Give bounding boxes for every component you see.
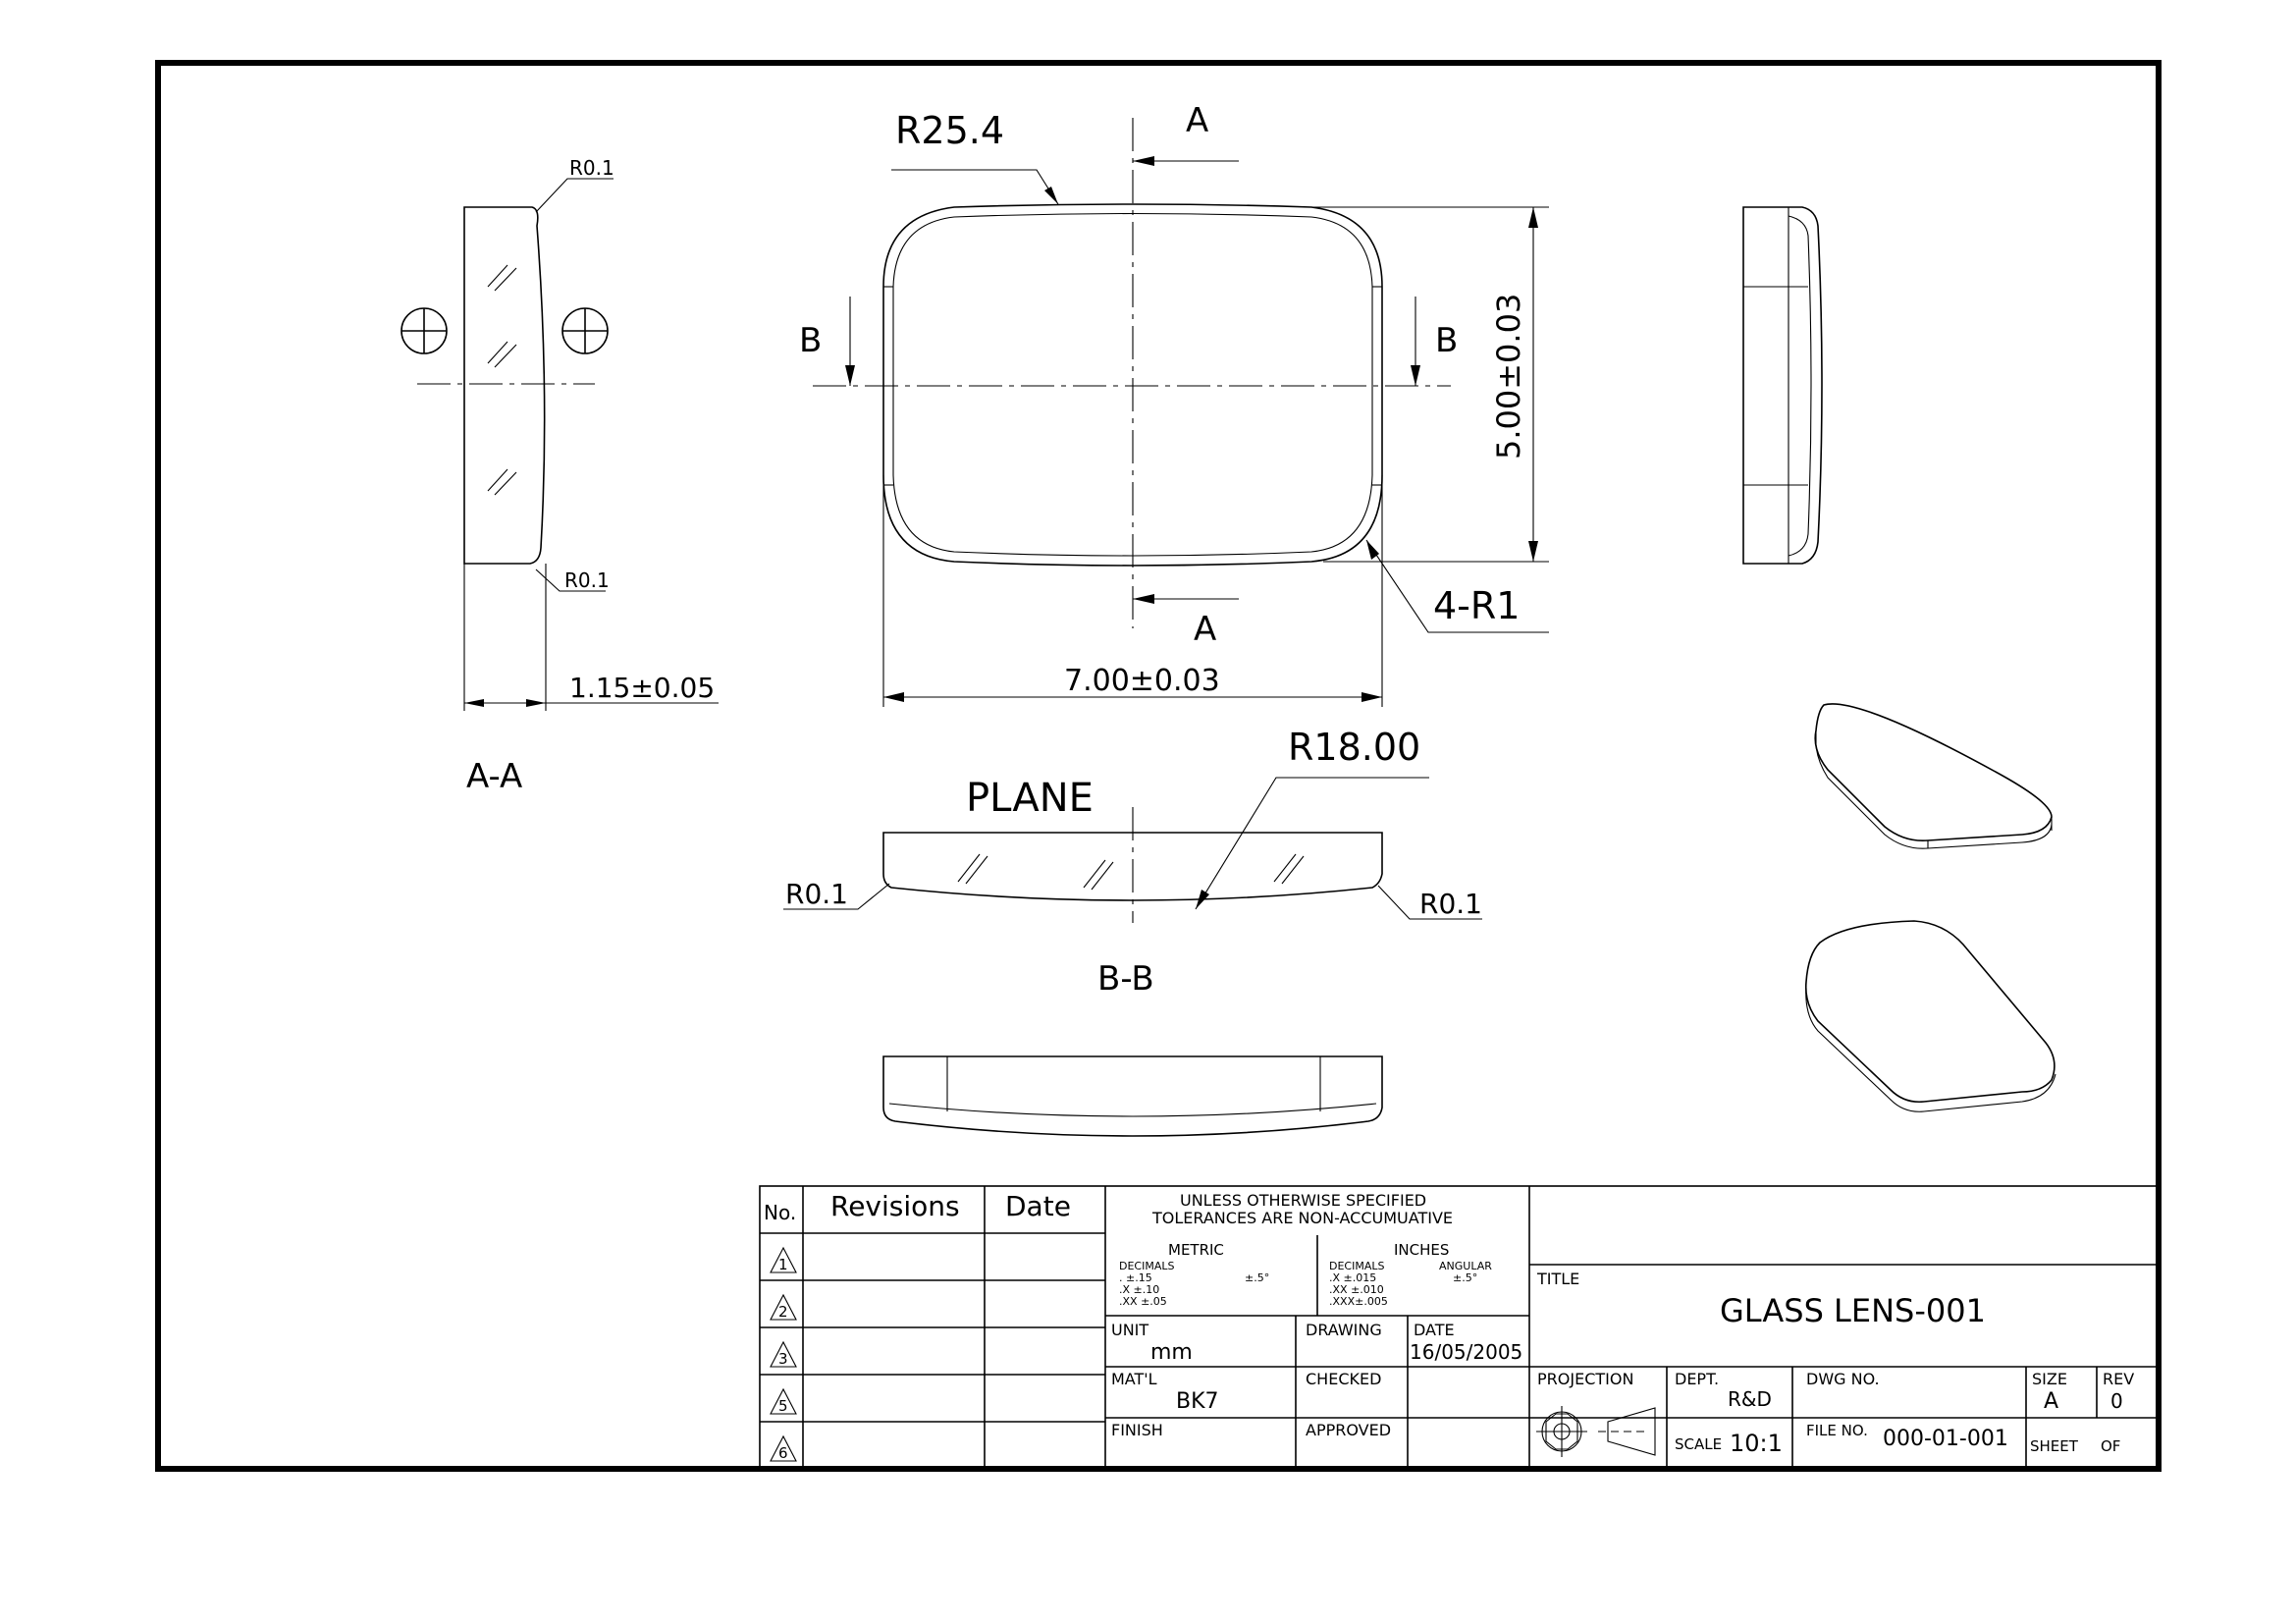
isometric-view-bottom xyxy=(1804,920,2056,1112)
size-label: SIZE xyxy=(2032,1370,2067,1388)
file-no-value: 000-01-001 xyxy=(1883,1427,2008,1451)
revision-row-5: 6 xyxy=(770,1434,797,1462)
section-marker-b-right: B xyxy=(1435,321,1458,360)
section-aa-hatch xyxy=(487,264,517,496)
unit-label: UNIT xyxy=(1111,1321,1148,1339)
drawing-title: GLASS LENS-001 xyxy=(1720,1292,1986,1329)
aa-radius-top-label: R0.1 xyxy=(569,156,614,180)
date-value: 16/05/2005 xyxy=(1410,1340,1522,1364)
metric-row-2: .X ±.10 xyxy=(1119,1283,1159,1296)
section-bb-radius-label: R18.00 xyxy=(1288,726,1420,769)
section-bb-view: PLANE R18.00 R0.1 R0.1 B-B xyxy=(783,726,1482,999)
info-cells: UNIT mm DRAWING DATE 16/05/2005 MAT'L BK… xyxy=(1105,1316,1529,1469)
title-block: No. Revisions Date 1 2 3 5 6 UNLESS OTHE… xyxy=(759,1185,2159,1470)
front-corner-radius-label: R25.4 xyxy=(895,109,1004,152)
metric-row-1: . ±.15 xyxy=(1119,1271,1152,1284)
dwg-no-label: DWG NO. xyxy=(1806,1370,1880,1388)
inches-row-2: .XX ±.010 xyxy=(1329,1283,1384,1296)
tolerance-heading-1: UNLESS OTHERWISE SPECIFIED xyxy=(1180,1191,1426,1210)
aa-thickness-dimension: 1.15±0.05 xyxy=(569,672,715,704)
section-marker-b-left: B xyxy=(799,321,822,360)
projection-label: PROJECTION xyxy=(1537,1370,1633,1388)
checked-label: CHECKED xyxy=(1306,1370,1381,1388)
tolerance-block: UNLESS OTHERWISE SPECIFIED TOLERANCES AR… xyxy=(1105,1186,1530,1469)
front-width-dimension: 7.00±0.03 xyxy=(1064,664,1220,698)
dept-value: R&D xyxy=(1728,1387,1772,1411)
revisions-table: No. Revisions Date 1 2 3 5 6 xyxy=(760,1186,1106,1469)
section-aa-outline xyxy=(463,206,546,565)
inches-angular: ±.5° xyxy=(1453,1271,1477,1284)
inches-angular-label: ANGULAR xyxy=(1439,1260,1492,1272)
drawing-border xyxy=(155,60,2162,1472)
title-section: TITLE GLASS LENS-001 xyxy=(1529,1264,2158,1419)
bb-radius-right-label: R0.1 xyxy=(1419,888,1482,920)
bottom-edge-view xyxy=(882,1055,1383,1137)
material-label: MAT'L xyxy=(1111,1370,1157,1388)
revision-row-4: 5 xyxy=(770,1387,797,1415)
metric-label: METRIC xyxy=(1168,1241,1224,1259)
scale-value: 10:1 xyxy=(1730,1430,1783,1457)
scale-label: SCALE xyxy=(1675,1435,1722,1453)
front-corner-fillets-label: 4-R1 xyxy=(1433,584,1520,627)
title-label: TITLE xyxy=(1536,1270,1579,1288)
inches-decimals-label: DECIMALS xyxy=(1329,1260,1384,1272)
id-section: PROJECTION DEPT. R&D DWG NO. SIZE A REV … xyxy=(1536,1367,2134,1469)
front-view: A A B B R25.4 5.00±0.03 7.00±0.03 4-R1 xyxy=(799,101,1549,707)
svg-text:1: 1 xyxy=(778,1256,788,1273)
section-aa-label: A-A xyxy=(466,757,522,796)
svg-text:5: 5 xyxy=(778,1397,788,1415)
svg-text:2: 2 xyxy=(778,1303,788,1321)
optical-axis-symbol-right xyxy=(561,307,609,354)
front-height-dimension: 5.00±0.03 xyxy=(1490,294,1527,460)
front-lens-inner-edge xyxy=(892,212,1373,557)
sheet-label: SHEET xyxy=(2030,1437,2079,1455)
revision-row-3: 3 xyxy=(770,1340,797,1368)
section-bb-hatch xyxy=(957,853,1305,891)
section-aa-view: R0.1 R0.1 1.15±0.05 A-A xyxy=(400,156,719,796)
svg-text:3: 3 xyxy=(778,1350,788,1368)
revision-row-1: 1 xyxy=(770,1246,797,1273)
right-side-view xyxy=(1742,206,1823,565)
drawing-label: DRAWING xyxy=(1306,1321,1382,1339)
material-value: BK7 xyxy=(1176,1389,1219,1414)
aa-radius-bottom-label: R0.1 xyxy=(564,568,610,592)
inches-row-3: .XXX±.005 xyxy=(1329,1295,1388,1308)
bb-radius-left-label: R0.1 xyxy=(785,878,848,910)
revisions-header: Revisions xyxy=(830,1190,960,1222)
section-marker-a-bottom: A xyxy=(1194,610,1216,649)
projection-symbol-icon xyxy=(1536,1406,1656,1457)
approved-label: APPROVED xyxy=(1306,1421,1391,1439)
metric-angular: ±.5° xyxy=(1245,1271,1269,1284)
of-label: OF xyxy=(2101,1437,2120,1455)
svg-text:6: 6 xyxy=(778,1444,788,1462)
revisions-date-header: Date xyxy=(1005,1190,1071,1222)
section-bb-label: B-B xyxy=(1097,959,1154,999)
metric-row-3: .XX ±.05 xyxy=(1119,1295,1167,1308)
finish-label: FINISH xyxy=(1111,1421,1163,1439)
unit-value: mm xyxy=(1150,1340,1193,1365)
rev-label: REV xyxy=(2103,1370,2134,1388)
isometric-view-top xyxy=(1814,703,2053,849)
revision-row-2: 2 xyxy=(770,1293,797,1321)
date-label: DATE xyxy=(1414,1321,1455,1339)
dept-label: DEPT. xyxy=(1675,1370,1719,1388)
metric-decimals-label: DECIMALS xyxy=(1119,1260,1174,1272)
optical-axis-symbol-left xyxy=(400,307,448,354)
section-bb-plane-label: PLANE xyxy=(966,776,1094,821)
size-value: A xyxy=(2044,1389,2058,1414)
tolerance-heading-2: TOLERANCES ARE NON-ACCUMUATIVE xyxy=(1151,1209,1453,1227)
rev-value: 0 xyxy=(2110,1389,2123,1413)
inches-label: INCHES xyxy=(1394,1241,1449,1259)
section-marker-a-top: A xyxy=(1186,101,1208,140)
inches-row-1: .X ±.015 xyxy=(1329,1271,1376,1284)
revisions-no-header: No. xyxy=(764,1201,796,1224)
file-no-label: FILE NO. xyxy=(1806,1422,1868,1439)
